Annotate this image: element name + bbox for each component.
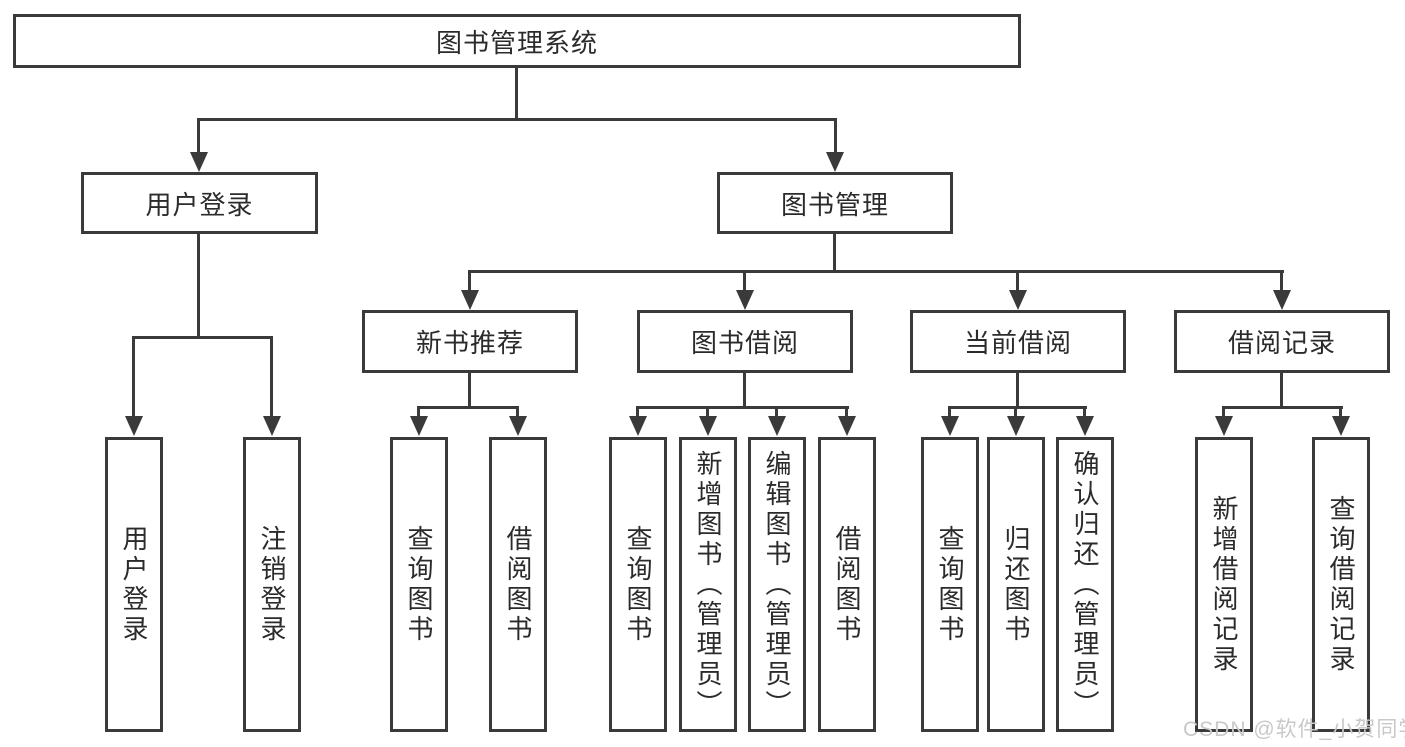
arrow-down-icon: [629, 416, 647, 436]
connector-line: [515, 68, 518, 118]
arrow-down-icon: [699, 416, 717, 436]
connector-line: [197, 118, 200, 154]
node-label: 查询图书: [623, 524, 653, 645]
csdn-watermark: CSDN @软件_小贺同学: [1183, 718, 1405, 741]
node-new-book-recommend: 新书推荐: [362, 310, 578, 373]
leaf-br-add-borrow-record: 新增借阅记录: [1195, 437, 1253, 732]
node-user-login: 用户登录: [81, 172, 318, 234]
node-label: 图书管理系统: [435, 27, 598, 58]
node-label: 当前借阅: [963, 328, 1072, 358]
node-current-borrowing: 当前借阅: [910, 310, 1126, 373]
leaf-user-login: 用户登录: [105, 437, 163, 732]
connector-line: [1280, 270, 1283, 292]
node-label: 借阅记录: [1227, 328, 1336, 358]
node-label: 新增借阅记录: [1209, 494, 1239, 675]
connector-line: [417, 406, 420, 418]
arrow-down-icon: [826, 152, 844, 172]
leaf-bb-query-books: 查询图书: [609, 437, 667, 732]
connector-line: [197, 118, 836, 121]
node-label: 新书推荐: [415, 328, 524, 358]
leaf-cb-return-books: 归还图书: [987, 437, 1045, 732]
arrow-down-icon: [1273, 290, 1291, 310]
node-label: 确认归还（管理员）: [1070, 449, 1100, 720]
node-book-management: 图书管理: [717, 172, 953, 234]
leaf-bb-borrow-books: 借阅图书: [818, 437, 876, 732]
arrow-down-icon: [736, 290, 754, 310]
node-label: 用户登录: [119, 524, 149, 645]
arrow-down-icon: [1007, 416, 1025, 436]
node-label: 查询图书: [935, 524, 965, 645]
connector-line: [468, 270, 471, 292]
connector-line: [743, 373, 746, 406]
connector-line: [417, 406, 519, 409]
leaf-bb-edit-book-admin: 编辑图书（管理员）: [748, 437, 806, 732]
connector-line: [197, 234, 200, 336]
leaf-cb-confirm-return-admin: 确认归还（管理员）: [1056, 437, 1114, 732]
connector-line: [1222, 406, 1343, 409]
node-label: 图书管理: [780, 189, 889, 220]
connector-line: [270, 336, 273, 416]
node-root-system: 图书管理系统: [13, 14, 1021, 68]
connector-line: [636, 406, 849, 409]
arrow-down-icon: [1215, 416, 1233, 436]
connector-line: [468, 373, 471, 406]
connector-line: [834, 118, 837, 154]
leaf-bb-add-book-admin: 新增图书（管理员）: [679, 437, 737, 732]
connector-line: [1339, 406, 1342, 418]
connector-line: [775, 406, 778, 418]
node-label: 借阅图书: [503, 524, 533, 645]
node-label: 编辑图书（管理员）: [762, 449, 792, 720]
connector-line: [833, 234, 836, 270]
connector-line: [636, 406, 639, 418]
node-label: 新增图书（管理员）: [693, 449, 723, 720]
node-label: 查询图书: [404, 524, 434, 645]
arrow-down-icon: [410, 416, 428, 436]
arrow-down-icon: [509, 416, 527, 436]
node-book-borrowing: 图书借阅: [637, 310, 853, 373]
node-label: 借阅图书: [832, 524, 862, 645]
arrow-down-icon: [768, 416, 786, 436]
connector-line: [468, 270, 1284, 273]
node-label: 归还图书: [1001, 524, 1031, 645]
node-borrowing-records: 借阅记录: [1174, 310, 1390, 373]
node-label: 查询借阅记录: [1326, 494, 1356, 675]
arrow-down-icon: [941, 416, 959, 436]
connector-line: [132, 336, 135, 416]
connector-line: [1016, 373, 1019, 406]
connector-line: [1222, 406, 1225, 418]
leaf-logout: 注销登录: [243, 437, 301, 732]
connector-line: [948, 406, 951, 418]
connector-line: [1014, 406, 1017, 418]
leaf-nbr-borrow-books: 借阅图书: [489, 437, 547, 732]
arrow-down-icon: [1009, 290, 1027, 310]
connector-line: [516, 406, 519, 418]
arrow-down-icon: [190, 152, 208, 172]
connector-line: [706, 406, 709, 418]
arrow-down-icon: [125, 416, 143, 436]
arrow-down-icon: [461, 290, 479, 310]
leaf-br-query-borrow-record: 查询借阅记录: [1312, 437, 1370, 732]
node-label: 图书借阅: [690, 328, 799, 358]
node-label: 注销登录: [257, 524, 287, 645]
connector-line: [132, 336, 273, 339]
node-label: 用户登录: [145, 189, 254, 220]
connector-line: [1083, 406, 1086, 418]
arrow-down-icon: [1076, 416, 1094, 436]
connector-line: [743, 270, 746, 292]
connector-line: [845, 406, 848, 418]
connector-line: [1280, 373, 1283, 406]
connector-line: [948, 406, 1087, 409]
arrow-down-icon: [838, 416, 856, 436]
leaf-nbr-query-books: 查询图书: [390, 437, 448, 732]
leaf-cb-query-books: 查询图书: [921, 437, 979, 732]
connector-line: [1016, 270, 1019, 292]
arrow-down-icon: [263, 416, 281, 436]
arrow-down-icon: [1332, 416, 1350, 436]
